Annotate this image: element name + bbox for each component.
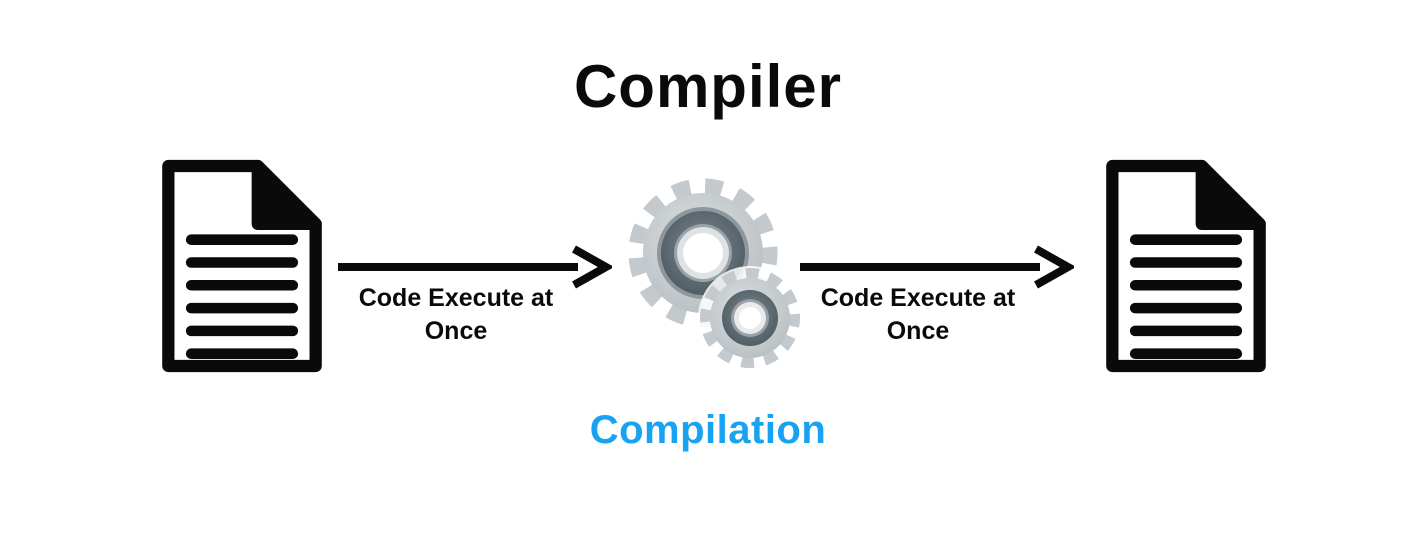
diagram-title: Compiler — [573, 53, 843, 120]
gears-icon — [628, 178, 802, 370]
compilation-caption: Compilation — [589, 408, 827, 452]
arrow-right-icon — [338, 245, 612, 289]
document-icon — [162, 159, 322, 373]
left-arrow-label-line1: Code Execute at — [358, 284, 554, 312]
small-gear — [698, 266, 802, 370]
arrow-right-icon — [800, 245, 1074, 289]
right-arrow-label: Code Execute at Once — [798, 282, 1038, 348]
right-arrow-label-line2: Once — [886, 317, 950, 345]
right-arrow-label-line1: Code Execute at — [820, 284, 1016, 312]
left-arrow-label-line2: Once — [424, 317, 488, 345]
left-arrow-label: Code Execute at Once — [336, 282, 576, 348]
document-icon — [1106, 159, 1266, 373]
